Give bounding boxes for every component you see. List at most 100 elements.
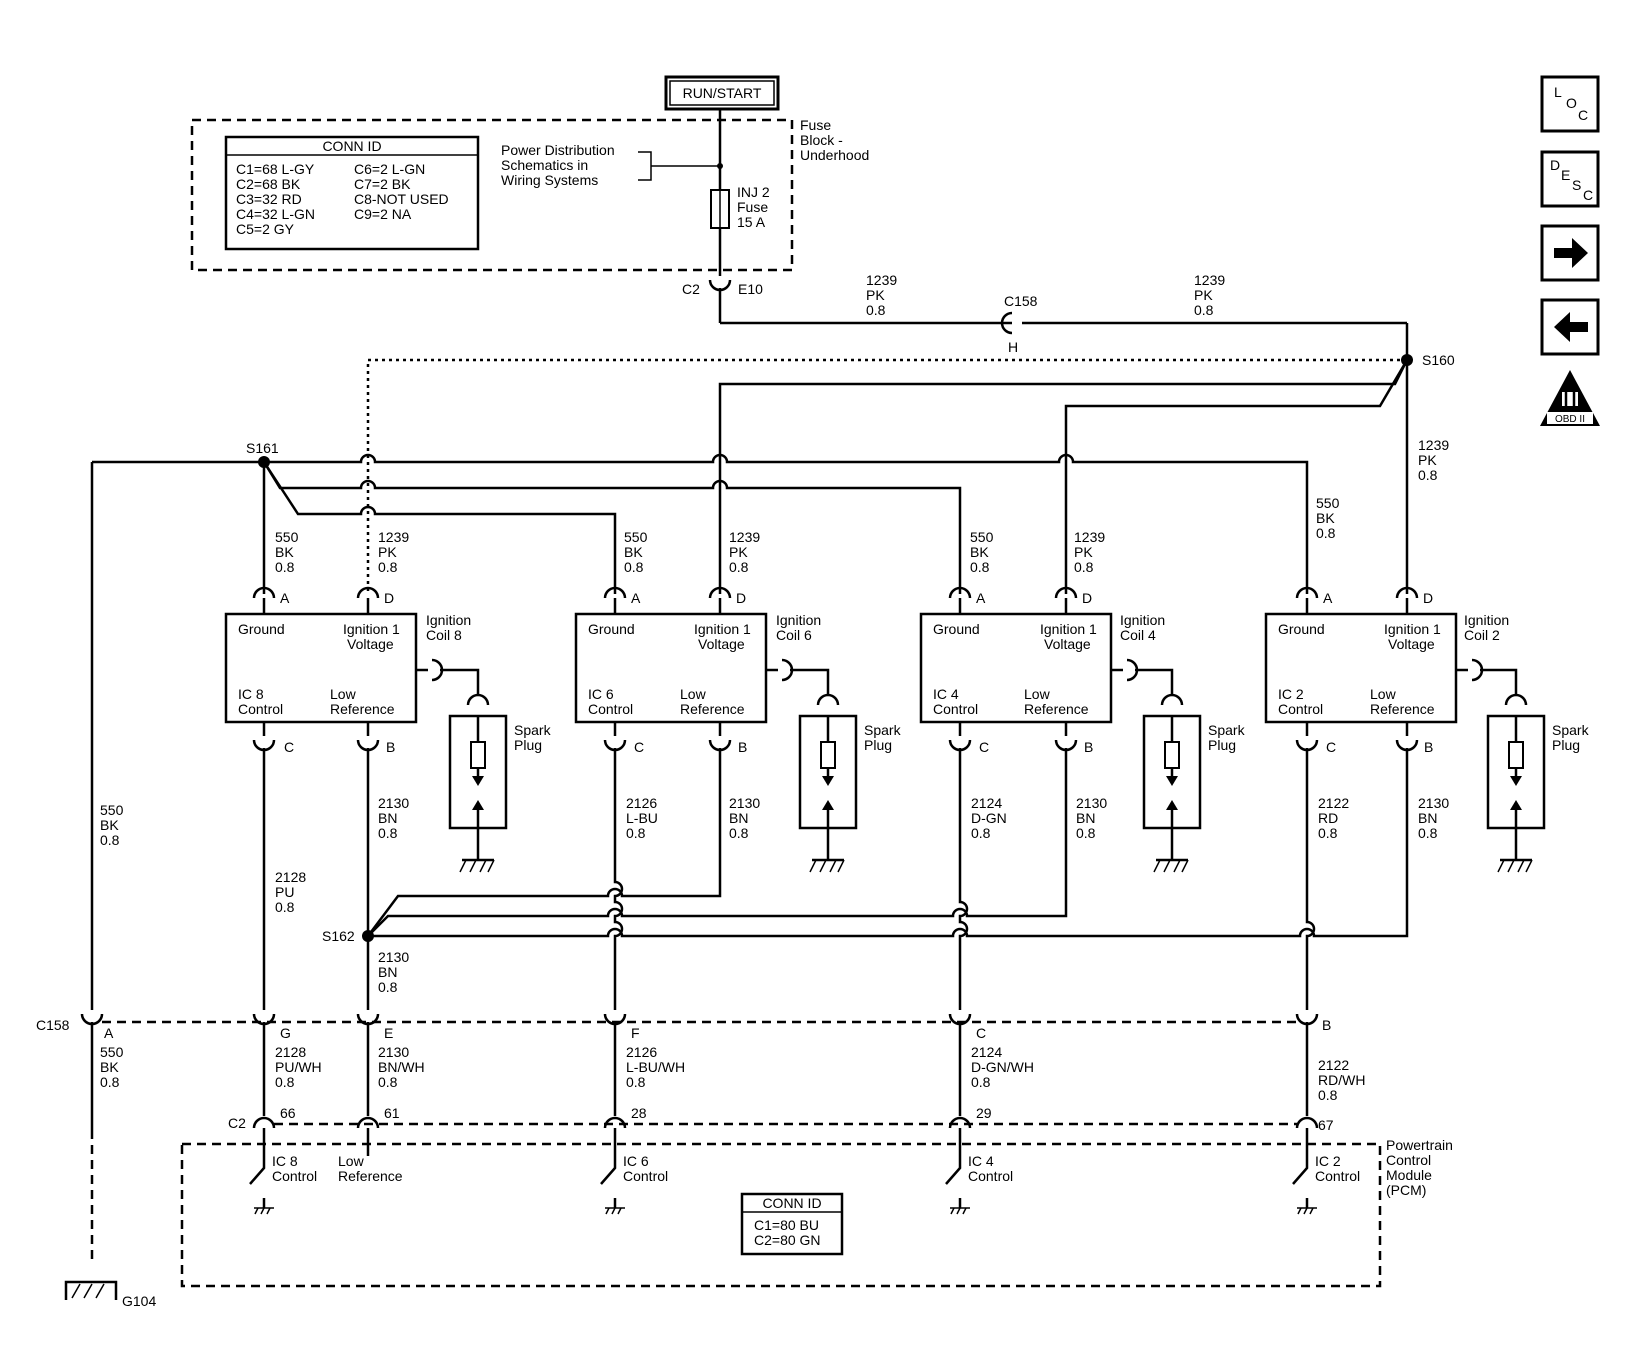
coil2-voltage-label: Voltage (1388, 636, 1435, 652)
coil6-pin-d: D (736, 590, 746, 606)
coil8-control-label: Control (238, 701, 283, 717)
coil2-control-label: Control (1278, 701, 1323, 717)
bn-c8-num: 2130 (378, 795, 409, 811)
bn-c2-num: 2130 (1418, 795, 1449, 811)
coil2-ign1-label: Ignition 1 (1384, 621, 1441, 637)
conn-c7: C7=2 BK (354, 176, 411, 192)
coil4-ref-label: Reference (1024, 701, 1089, 717)
bk-c6-color: BK (624, 544, 643, 560)
loc-o: O (1566, 95, 1577, 111)
conn-id-title: CONN ID (322, 138, 381, 154)
pk-right-size: 0.8 (1194, 302, 1214, 318)
conn-c1: C1=68 L-GY (236, 161, 315, 177)
spark-plug-1: Spark Plug (448, 714, 552, 873)
loc-c: C (1578, 107, 1588, 123)
obd-ii-badge[interactable]: OBD II (1540, 370, 1600, 426)
pk-c4-color: PK (1074, 544, 1093, 560)
bn-s162-num: 2130 (378, 949, 409, 965)
conn-c6: C6=2 L-GN (354, 161, 425, 177)
wire-2122-num: 2122 (1318, 795, 1349, 811)
coil2-pin-c: C (1326, 739, 1336, 755)
prev-arrow-button[interactable] (1540, 298, 1600, 356)
h-pin-label: H (1008, 339, 1018, 355)
coil4-ground-label: Ground (933, 621, 980, 637)
desc-button[interactable]: D E S C (1540, 150, 1600, 208)
pk-c8-size: 0.8 (378, 559, 398, 575)
lw-lbuwh-size: 0.8 (626, 1074, 646, 1090)
fuse-label-1: INJ 2 (737, 184, 770, 200)
bk-c8-color: BK (275, 544, 294, 560)
pcm-ic6-control: Control (623, 1168, 668, 1184)
lw-puwh-num: 2128 (275, 1044, 306, 1060)
wire-2122-size: 0.8 (1318, 825, 1338, 841)
bn-c2-size: 0.8 (1418, 825, 1438, 841)
coil6-pin-a: A (631, 590, 641, 606)
control-wires-lower: 2128 PU 0.8 2126 L-BU 0.8 2124 D-GN 0.8 … (262, 748, 1349, 1010)
coil2-ground-label: Ground (1278, 621, 1325, 637)
pk-left-color: PK (866, 287, 885, 303)
inj2-fuse: INJ 2 Fuse 15 A (710, 109, 770, 276)
g104-label: G104 (122, 1293, 156, 1309)
s162-label: S162 (322, 928, 355, 944)
bn-c4-num: 2130 (1076, 795, 1107, 811)
pk-c8-num: 1239 (378, 529, 409, 545)
bn-c2-color: BN (1418, 810, 1437, 826)
pk-s160-num: 1239 (1418, 437, 1449, 453)
coil8-ref-label: Reference (330, 701, 395, 717)
power-dist-line-2: Schematics in (501, 157, 588, 173)
lw-rdwh-color: RD/WH (1318, 1072, 1365, 1088)
coil4-ign1-label: Ignition 1 (1040, 621, 1097, 637)
coil8-ground-label: Ground (238, 621, 285, 637)
pk-right-num: 1239 (1194, 272, 1225, 288)
conn-c4: C4=32 L-GN (236, 206, 315, 222)
pcm-ic8-control: Control (272, 1168, 317, 1184)
fuse-block-label-2: Block - (800, 132, 843, 148)
bk-c4-color: BK (970, 544, 989, 560)
coil4-name-1: Ignition (1120, 612, 1165, 628)
coil2-name-1: Ignition (1464, 612, 1509, 628)
pcm-pin-66: 66 (280, 1105, 296, 1121)
pcm-low-label: Low (338, 1153, 365, 1169)
coil4-name-2: Coil 4 (1120, 627, 1156, 643)
wire-2122-color: RD (1318, 810, 1338, 826)
coil4-pin-b: B (1084, 739, 1093, 755)
coil2-name-2: Coil 2 (1464, 627, 1500, 643)
spark-plug-2-label-2: Plug (864, 737, 892, 753)
loc-button[interactable]: L O C (1540, 75, 1600, 133)
conn-c8: C8-NOT USED (354, 191, 449, 207)
loc-l: L (1554, 84, 1562, 100)
c158-pin-c: C (976, 1025, 986, 1041)
coil8-ign1-label: Ignition 1 (343, 621, 400, 637)
coil2-pin-b: B (1424, 739, 1433, 755)
pcm-conn-c2: C2=80 GN (754, 1232, 821, 1248)
pk-right-color: PK (1194, 287, 1213, 303)
desc-c: C (1583, 187, 1593, 203)
bk-c4-num: 550 (970, 529, 994, 545)
coil6-ground-label: Ground (588, 621, 635, 637)
pcm-ic2-control: Control (1315, 1168, 1360, 1184)
spark-plug-4-label-2: Plug (1552, 737, 1580, 753)
connector-c158-row: C158 A G E F C B (36, 1013, 1331, 1041)
bk-left-color: BK (100, 817, 119, 833)
pcm-pin-28: 28 (631, 1105, 647, 1121)
lw-lbuwh-num: 2126 (626, 1044, 657, 1060)
pcm-conn-title: CONN ID (762, 1195, 821, 1211)
conn-c3: C3=32 RD (236, 191, 302, 207)
coil4-low-label: Low (1024, 686, 1051, 702)
pcm-ic6-label: IC 6 (623, 1153, 649, 1169)
coil4-pin-d: D (1082, 590, 1092, 606)
lw-puwh-size: 0.8 (275, 1074, 295, 1090)
fuse-block-label-3: Underhood (800, 147, 869, 163)
bk-c8-size: 0.8 (275, 559, 295, 575)
coil4-voltage-label: Voltage (1044, 636, 1091, 652)
coil6-ic-label: IC 6 (588, 686, 614, 702)
conn-id-table-top: CONN ID C1=68 L-GY C2=68 BK C3=32 RD C4=… (224, 135, 480, 251)
conn-c5: C5=2 GY (236, 221, 295, 237)
spark-plug-2: Spark Plug (798, 714, 902, 873)
pk-left-size: 0.8 (866, 302, 886, 318)
lw-bnwh-color: BN/WH (378, 1059, 425, 1075)
coil6-pin-b: B (738, 739, 747, 755)
next-arrow-button[interactable] (1540, 224, 1600, 282)
c158-pin-e: E (384, 1025, 393, 1041)
bk-c2-size: 0.8 (1316, 525, 1336, 541)
